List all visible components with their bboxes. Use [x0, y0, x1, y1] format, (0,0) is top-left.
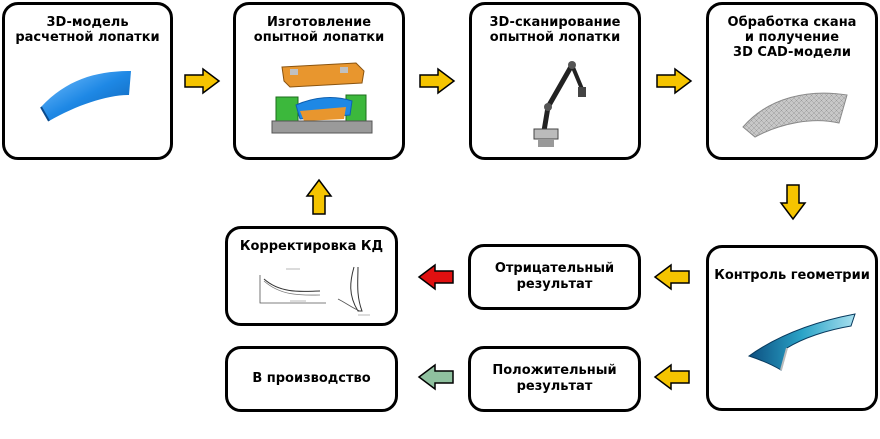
box-manufacture: Изготовление опытной лопатки [233, 2, 405, 160]
scanner-arm-image [533, 61, 586, 147]
arrow-correction-to-manufacture [305, 178, 333, 215]
geometry-deviation-image [747, 313, 856, 371]
title-line: 3D CAD-модели [733, 45, 851, 60]
title-line: 3D-сканирование [489, 15, 621, 30]
arrow-control-to-negative [653, 263, 690, 291]
title-line: результат [516, 379, 593, 394]
title-line: Изготовление [266, 15, 372, 30]
box-correction-title: Корректировка КД [228, 239, 395, 254]
manufacturing-tooling-image [271, 62, 373, 134]
box-positive-result-title: Положительный результат [471, 363, 638, 395]
title-line: расчетной лопатки [15, 30, 160, 45]
title-line: Контроль геометрии [714, 268, 870, 283]
box-geometry-control-title: Контроль геометрии [709, 268, 875, 283]
box-processing-title: Обработка скана и получение 3D CAD-модел… [709, 15, 875, 60]
box-3d-model: 3D-модель расчетной лопатки [2, 2, 173, 160]
title-line: 3D-модель [46, 15, 129, 30]
drawing-sketch-image [259, 266, 370, 316]
title-line: Корректировка КД [239, 239, 384, 254]
cad-model-image [742, 92, 848, 138]
arrow-control-to-positive [653, 363, 690, 391]
title-line: Положительный [492, 363, 617, 378]
arrow-manufacture-to-scan [419, 67, 456, 95]
title-line: Обработка скана [727, 15, 857, 30]
blade-3d-model-image [40, 71, 131, 122]
arrow-scan-to-processing [656, 67, 693, 95]
box-negative-result-title: Отрицательный результат [471, 261, 638, 293]
box-geometry-control: Контроль геометрии [706, 245, 878, 411]
box-manufacture-title: Изготовление опытной лопатки [236, 15, 402, 45]
box-3d-scan-title: 3D-сканирование опытной лопатки [472, 15, 638, 45]
title-line: и получение [744, 30, 840, 45]
title-line: В производство [252, 371, 371, 386]
title-line: Отрицательный [494, 261, 615, 276]
title-line: результат [516, 277, 593, 292]
title-line: опытной лопатки [253, 30, 385, 45]
box-3d-model-title: 3D-модель расчетной лопатки [5, 15, 170, 45]
box-processing: Обработка скана и получение 3D CAD-модел… [706, 2, 878, 160]
box-production-title: В производство [228, 371, 395, 387]
box-correction: Корректировка КД [225, 226, 398, 326]
box-3d-scan: 3D-сканирование опытной лопатки [469, 2, 641, 160]
arrow-processing-to-control [779, 184, 807, 221]
arrow-positive-to-production [417, 363, 454, 391]
box-positive-result: Положительный результат [468, 346, 641, 412]
title-line: опытной лопатки [489, 30, 621, 45]
box-negative-result: Отрицательный результат [468, 244, 641, 310]
arrow-negative-to-correction [417, 263, 454, 291]
arrow-model-to-manufacture [184, 67, 221, 95]
box-production: В производство [225, 346, 398, 412]
